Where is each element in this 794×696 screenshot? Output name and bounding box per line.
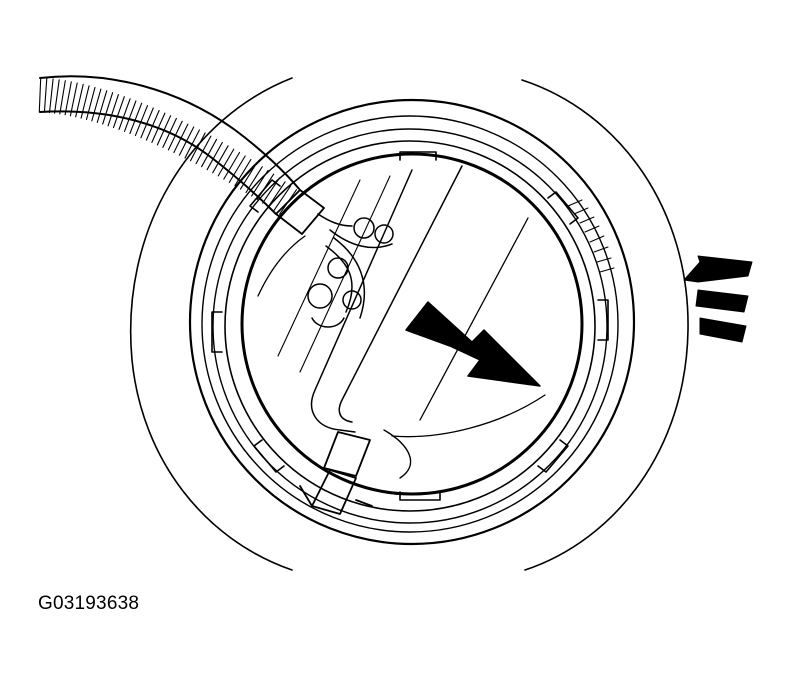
harness-rib <box>173 123 189 154</box>
harness-rib <box>85 86 96 121</box>
harness-rib <box>48 78 54 114</box>
harness-rib <box>129 102 143 135</box>
harness-rib <box>256 173 275 201</box>
harness-rib <box>167 120 183 151</box>
pump-flange <box>224 140 596 512</box>
harness-rib <box>96 90 108 123</box>
harness-rib <box>273 185 292 212</box>
harness-rib <box>107 94 119 127</box>
tank-arc-left <box>130 77 293 571</box>
harness-rib <box>59 80 66 115</box>
lock-tab-right <box>597 299 609 341</box>
seal-hatching <box>567 199 615 273</box>
harness-rib <box>212 145 229 174</box>
harness-ribs <box>38 77 298 215</box>
flange-curve-lower <box>391 394 546 438</box>
harness-rib <box>64 81 72 116</box>
flange-line-b <box>299 175 391 373</box>
harness-rib <box>262 177 280 204</box>
harness-rib <box>239 162 258 190</box>
harness-rib <box>267 181 286 208</box>
lock-tab-left <box>211 311 223 353</box>
harness-rib <box>80 85 90 119</box>
flange-line-a <box>277 179 361 357</box>
harness-rib <box>140 107 154 139</box>
harness-rib <box>145 109 160 141</box>
flange-channel-right <box>338 165 463 423</box>
harness-rib <box>134 105 149 137</box>
lock-ring-inner-edge <box>201 115 619 533</box>
motion-lines-arrow-icon <box>683 255 753 343</box>
harness-rib <box>151 112 166 143</box>
tank-opening-arcs <box>130 77 689 571</box>
harness-rib <box>91 88 102 122</box>
harness-rib <box>251 169 269 197</box>
lock-ring-step-edge <box>212 128 608 524</box>
harness-wire-out <box>317 213 353 227</box>
harness-rib <box>228 155 246 183</box>
harness-rib <box>223 151 241 180</box>
flange-channel-left <box>310 169 413 433</box>
harness-rib <box>54 79 60 114</box>
electrical-connector <box>307 217 394 328</box>
harness-boot <box>275 189 325 235</box>
flange-ridge <box>419 217 529 421</box>
tank-arc-right <box>521 79 689 571</box>
harness-rib <box>184 129 200 159</box>
harness-rib <box>178 126 195 156</box>
harness-rib <box>75 83 84 118</box>
figure-caption: G03193638 <box>38 593 140 614</box>
rotation-direction-arrow-icon <box>405 301 541 387</box>
harness-rib <box>245 166 263 194</box>
harness-rib <box>201 138 218 168</box>
harness-rib <box>206 141 223 171</box>
flange-curve-left <box>257 235 306 297</box>
harness-rib <box>195 135 212 165</box>
fuel-line-clip <box>299 431 373 515</box>
lock-tab-right-lower <box>537 439 569 473</box>
flange-outer <box>224 140 596 512</box>
harness-rib <box>69 82 78 117</box>
harness-rib <box>217 148 235 177</box>
harness-tube-outline-top <box>39 75 301 191</box>
wiring-harness <box>38 75 353 235</box>
flange-hose <box>383 429 412 479</box>
harness-rib <box>234 158 252 187</box>
harness-rib <box>43 77 48 113</box>
harness-rib <box>162 117 177 148</box>
lock-ring-outer-edge <box>188 98 636 546</box>
harness-rib <box>102 92 114 125</box>
lock-tab-left-lower <box>253 439 285 473</box>
lock-tab-bottom <box>399 491 441 501</box>
harness-rib <box>118 98 131 131</box>
harness-rib <box>123 100 137 132</box>
harness-rib <box>189 132 206 162</box>
harness-rib <box>112 96 125 129</box>
flange-inner <box>240 152 584 496</box>
harness-rib <box>38 77 42 113</box>
lock-tab-right-upper <box>547 191 579 225</box>
harness-rib <box>156 115 172 146</box>
